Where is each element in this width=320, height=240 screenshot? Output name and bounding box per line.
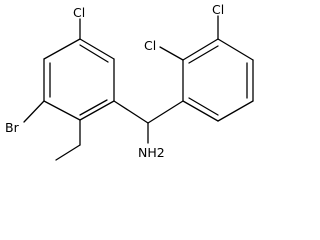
aromatic-inner-bond [188,97,219,116]
substituent-bonds [23,18,184,161]
amine-label: NH2 [138,145,165,160]
chlorine-label: Cl [73,5,85,20]
right-ring-bonds [159,15,254,122]
bond-to-cl-ortho [159,46,184,61]
bond [182,38,219,61]
bond [217,38,254,61]
aromatic-inner-bond [188,45,219,64]
bond-to-br [23,100,45,123]
bond [79,38,115,60]
left-ring-bonds [43,38,115,121]
bond-ome-methyl [55,144,81,161]
chlorine-ortho-label: Cl [144,38,156,53]
atom-labels: Cl Br Cl Cl NH2 [5,2,224,160]
bond-to-central-carbon [113,100,149,124]
bond [43,100,81,121]
structure-diagram: Cl Br Cl Cl NH2 [5,2,254,161]
aromatic-inner-bond [79,99,108,116]
bond [43,38,81,60]
bond-to-right-ring [147,100,184,124]
bond [79,100,115,121]
aromatic-inner-bond [79,44,109,63]
chlorine-meta-label: Cl [212,2,224,17]
bromine-label: Br [5,120,20,135]
bond [217,100,254,122]
bond [182,100,219,122]
